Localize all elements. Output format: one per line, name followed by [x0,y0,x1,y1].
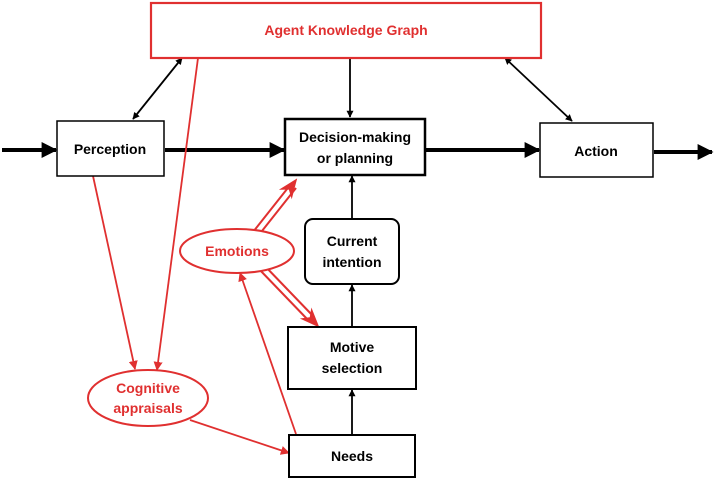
motive-node: Motive selection [287,326,417,390]
decision-label-line2: or planning [317,150,393,166]
needs-to-emotions-arrow [238,272,297,435]
needs-node: Needs [288,434,416,478]
knowledge-graph-node: Agent Knowledge Graph [149,1,543,60]
perception-label: Perception [74,141,146,157]
knowledge-graph-label: Agent Knowledge Graph [264,22,427,38]
decision-label-line1: Decision-making [299,129,411,145]
appraisals-node: Cognitive appraisals [87,369,209,427]
intention-node: Current intention [304,218,400,285]
appraisals-to-needs-arrow [189,419,290,455]
action-label: Action [574,143,618,159]
kg-action-arrow [504,57,573,122]
kg-to-appraisals-arrow [153,57,199,371]
action-node: Action [539,122,654,178]
appraisals-label-line1: Cognitive [116,380,180,396]
decision-node: Decision-making or planning [283,117,427,177]
emotions-to-motive-double-arrow [257,263,320,328]
perception-to-appraisals-arrow [92,175,138,370]
motive-label-line2: selection [322,360,383,376]
appraisals-label-line2: appraisals [113,400,182,416]
intention-label-line2: intention [322,254,381,270]
emotions-to-decision-double-arrow [252,178,298,237]
intention-label-line1: Current [327,233,378,249]
motive-label-line1: Motive [330,339,375,355]
perception-node: Perception [56,120,165,177]
emotions-label: Emotions [205,243,269,259]
needs-label: Needs [331,448,373,464]
emotions-node: Emotions [179,228,295,274]
kg-perception-arrow [132,57,183,120]
